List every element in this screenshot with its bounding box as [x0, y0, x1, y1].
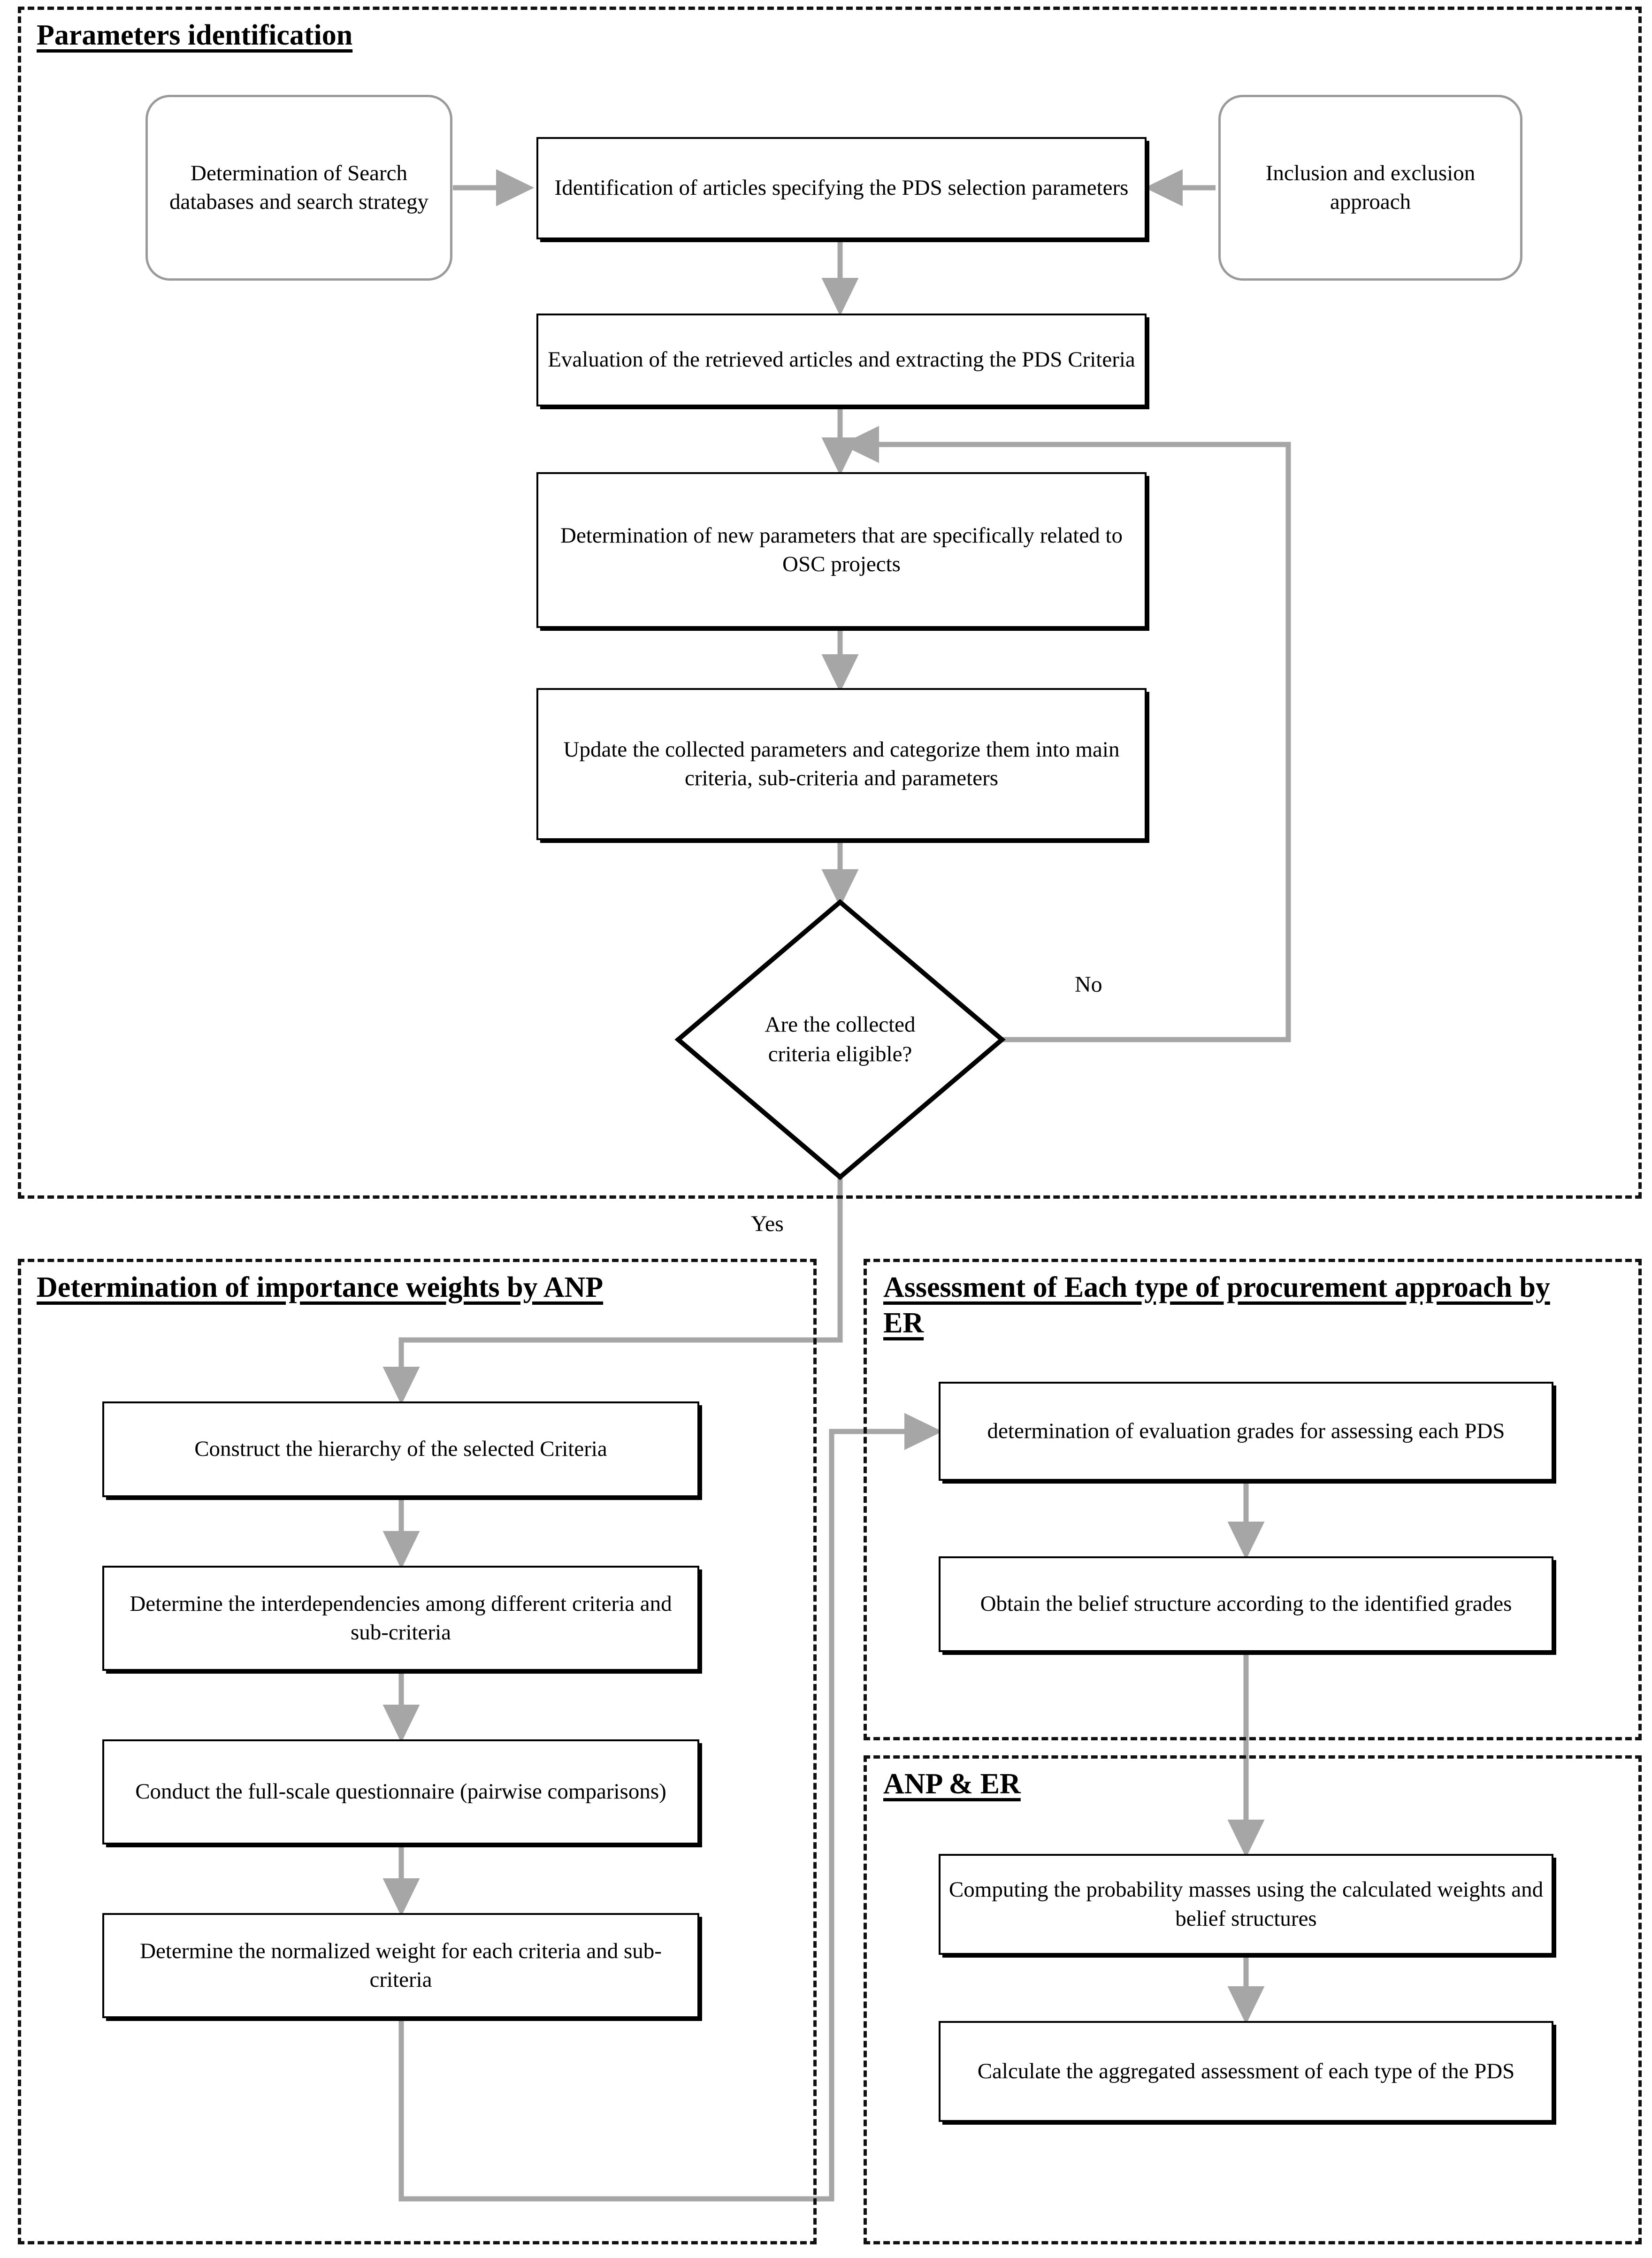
node-identification-of-articles[interactable]: Identification of articles specifying th…: [536, 137, 1147, 239]
panel-anp-er-title: ANP & ER: [883, 1768, 1021, 1800]
node-search-databases[interactable]: Determination of Search databases and se…: [145, 95, 452, 281]
edge-n7-yes: [382, 1178, 843, 1405]
node-determine-interdependencies[interactable]: Determine the interdependencies among di…: [102, 1566, 699, 1671]
node-obtain-belief-structure[interactable]: Obtain the belief structure according to…: [939, 1556, 1553, 1652]
panel-er-title: Assessment of Each type of procurement a…: [883, 1271, 1550, 1339]
node-evaluation-retrieved-articles[interactable]: Evaluation of the retrieved articles and…: [536, 314, 1147, 406]
node-inclusion-exclusion[interactable]: Inclusion and exclusion approach: [1218, 95, 1522, 281]
panel-anp-title: Determination of importance weights by A…: [37, 1271, 604, 1303]
edge-label-no: No: [1075, 972, 1102, 997]
edge-n7-no-feedback: [841, 426, 1291, 1042]
node-conduct-questionnaire[interactable]: Conduct the full-scale questionnaire (pa…: [102, 1739, 699, 1845]
decision-diamond: [674, 899, 1006, 1180]
panel-parameters-identification-title: Parameters identification: [37, 19, 353, 51]
node-construct-hierarchy[interactable]: Construct the hierarchy of the selected …: [102, 1401, 699, 1497]
node-update-collected-parameters[interactable]: Update the collected parameters and cate…: [536, 688, 1147, 840]
node-calculate-aggregated-assessment[interactable]: Calculate the aggregated assessment of e…: [939, 2021, 1553, 2122]
node-determination-new-parameters[interactable]: Determination of new parameters that are…: [536, 472, 1147, 628]
panel-er: [864, 1259, 1642, 1740]
node-determination-evaluation-grades[interactable]: determination of evaluation grades for a…: [939, 1382, 1553, 1481]
node-determine-normalized-weight[interactable]: Determine the normalized weight for each…: [102, 1913, 699, 2018]
edge-label-yes: Yes: [751, 1211, 784, 1236]
panel-parameters-identification: [18, 7, 1642, 1199]
node-computing-probability-masses[interactable]: Computing the probability masses using t…: [939, 1854, 1553, 1955]
panel-anp: [18, 1259, 817, 2244]
panel-anp-er: [864, 1755, 1642, 2244]
